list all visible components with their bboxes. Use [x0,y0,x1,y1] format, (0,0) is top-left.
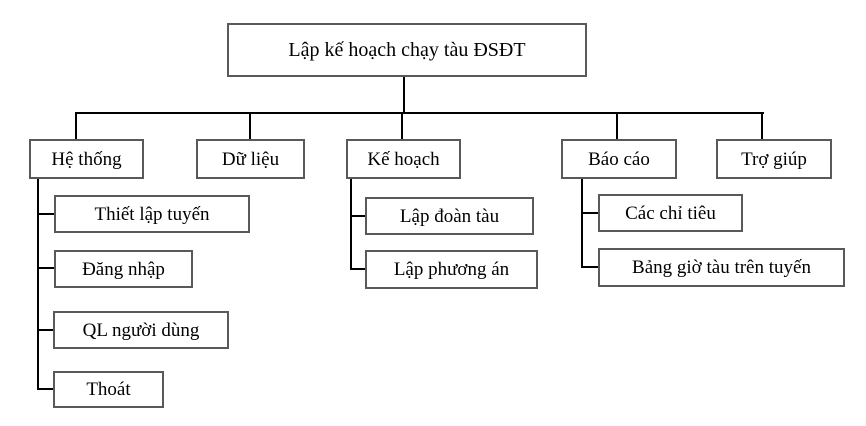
connector-drop-bao-cao [616,112,618,139]
connector-drop-du-lieu [249,112,251,139]
connector-bao-cao-trunk [581,179,583,268]
connector-stub-bang-gio-tau [582,266,599,268]
node-root: Lập kế hoạch chạy tàu ĐSĐT [227,23,587,77]
connector-drop-ke-hoach [401,112,403,139]
node-lap-phuong-an: Lập phương án [365,250,538,289]
connector-stub-lap-phuong-an [351,268,366,270]
node-ke-hoach: Kế hoạch [346,139,461,179]
connector-drop-he-thong [75,112,77,139]
connector-ke-hoach-trunk [350,179,352,270]
node-lap-doan-tau: Lập đoàn tàu [365,197,534,235]
node-thiet-lap-tuyen: Thiết lập tuyến [54,195,250,233]
connector-stub-thiet-lap-tuyen [38,213,55,215]
node-thoat: Thoát [53,371,164,408]
node-dang-nhap: Đăng nhập [54,250,193,288]
connector-stub-lap-doan-tau [351,215,366,217]
connector-bus [76,112,764,114]
node-he-thong: Hệ thống [29,139,144,179]
node-tro-giup: Trợ giúp [716,139,832,179]
connector-stub-dang-nhap [38,267,55,269]
node-cac-chi-tieu: Các chỉ tiêu [598,194,743,232]
connector-root-trunk [403,77,405,113]
node-du-lieu: Dữ liệu [196,139,305,179]
node-bao-cao: Báo cáo [561,139,677,179]
connector-stub-ql-nguoi-dung [38,329,54,331]
node-ql-nguoi-dung: QL người dùng [53,311,229,349]
connector-drop-tro-giup [761,112,763,139]
connector-stub-cac-chi-tieu [582,212,599,214]
connector-stub-thoat [38,388,54,390]
connector-he-thong-trunk [37,179,39,390]
node-bang-gio-tau-tren-tuyen: Bảng giờ tàu trên tuyến [598,248,845,287]
